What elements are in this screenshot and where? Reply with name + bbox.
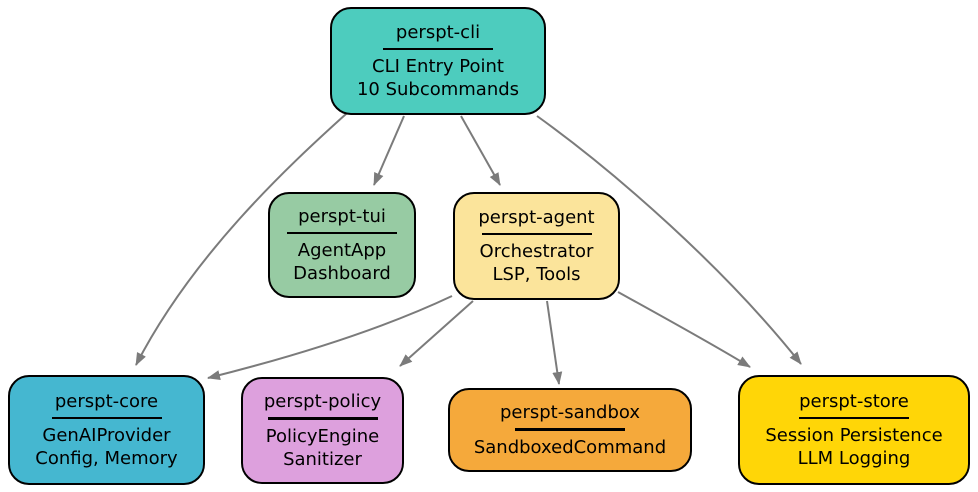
node-title: perspt-store — [799, 390, 909, 412]
node-separator — [481, 232, 592, 236]
edge-perspt-agent-to-perspt-store — [617, 291, 751, 368]
node-body-line: Dashboard — [293, 263, 391, 285]
node-perspt-tui: perspt-tui AgentApp Dashboard — [268, 192, 416, 298]
node-separator — [51, 416, 162, 420]
node-body-line: Orchestrator — [479, 241, 594, 263]
node-body-line: SandboxedCommand — [473, 436, 667, 458]
node-perspt-agent: perspt-agent Orchestrator LSP, Tools — [453, 192, 620, 300]
node-perspt-sandbox: perspt-sandbox SandboxedCommand — [448, 388, 692, 472]
node-title: perspt-core — [54, 390, 159, 412]
node-title: perspt-sandbox — [499, 402, 641, 424]
node-perspt-policy: perspt-policy PolicyEngine Sanitizer — [241, 377, 404, 484]
node-perspt-core: perspt-core GenAIProvider Config, Memory — [8, 375, 205, 485]
node-body-line: AgentApp — [297, 240, 387, 262]
node-body-line: Session Persistence — [765, 425, 943, 447]
node-perspt-cli: perspt-cli CLI Entry Point 10 Subcommand… — [330, 7, 546, 115]
edge-perspt-cli-to-perspt-store — [536, 115, 802, 365]
edge-perspt-cli-to-perspt-core — [135, 113, 347, 366]
node-body-line: Sanitizer — [283, 448, 362, 470]
edge-perspt-cli-to-perspt-agent — [460, 115, 501, 186]
node-body-line: GenAIProvider — [42, 425, 171, 447]
edge-perspt-agent-to-perspt-sandbox — [546, 300, 563, 385]
node-body-line: LLM Logging — [797, 448, 911, 470]
node-separator — [515, 428, 625, 431]
node-perspt-store: perspt-store Session Persistence LLM Log… — [738, 375, 970, 485]
node-separator — [383, 47, 493, 51]
node-body-line: CLI Entry Point — [372, 56, 504, 78]
node-body-line: PolicyEngine — [265, 425, 380, 447]
node-separator — [799, 416, 909, 420]
edge-perspt-cli-to-perspt-tui — [373, 115, 405, 186]
node-separator — [287, 231, 397, 235]
node-body-line: 10 Subcommands — [356, 79, 520, 101]
node-title: perspt-tui — [298, 205, 386, 227]
node-title: perspt-cli — [395, 21, 481, 43]
node-separator — [267, 417, 378, 420]
edge-perspt-agent-to-perspt-core — [207, 295, 453, 380]
edge-perspt-agent-to-perspt-policy — [399, 300, 474, 367]
node-body-line: LSP, Tools — [492, 264, 581, 286]
node-title: perspt-agent — [478, 206, 595, 228]
node-title: perspt-policy — [263, 391, 382, 413]
node-body-line: Config, Memory — [35, 448, 178, 470]
